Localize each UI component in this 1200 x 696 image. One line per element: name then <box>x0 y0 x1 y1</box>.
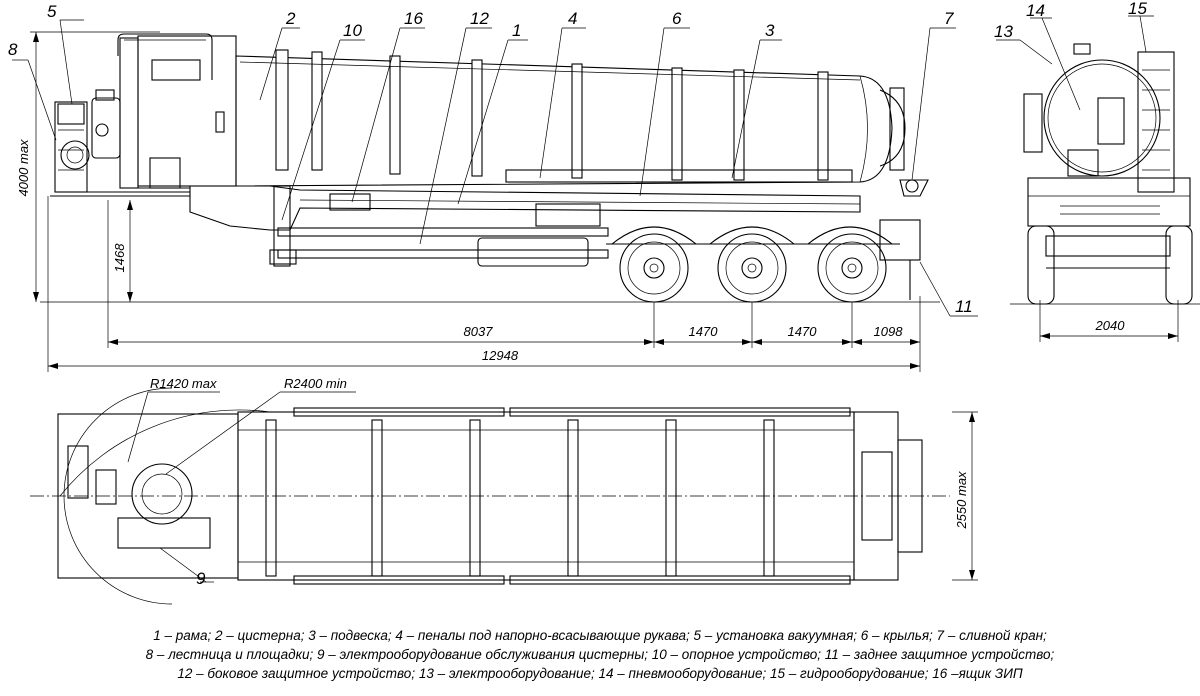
callout-10: 10 <box>343 21 362 40</box>
side-callouts: 5 8 2 10 16 12 1 4 6 3 7 11 <box>8 2 978 317</box>
callout-5: 5 <box>47 2 57 21</box>
suspension <box>606 219 921 300</box>
top-view: 2550 max R1420 max R2400 min 9 <box>30 376 978 605</box>
callout-3: 3 <box>765 21 775 40</box>
callout-9: 9 <box>196 569 206 588</box>
legend: 1 – рама; 2 – цистерна; 3 – подвеска; 4 … <box>0 626 1200 683</box>
dim-overall-length: 12948 <box>482 348 519 363</box>
frame <box>189 185 861 267</box>
dim-frame-height: 1468 <box>112 243 127 273</box>
callout-6: 6 <box>672 9 682 28</box>
dim-rear: 1098 <box>874 324 904 339</box>
rear-view: 2040 14 15 13 <box>994 0 1200 342</box>
dim-width-max: 2550 max <box>954 471 969 530</box>
callout-2: 2 <box>285 9 296 28</box>
callout-15: 15 <box>1128 0 1147 18</box>
callout-7: 7 <box>944 9 954 28</box>
legend-line-3: 12 – боковое защитное устройство; 13 – э… <box>177 666 1023 681</box>
tank <box>215 49 929 197</box>
dim-axle1: 1470 <box>689 324 719 339</box>
callout-1: 1 <box>512 21 521 40</box>
dim-base: 8037 <box>464 324 494 339</box>
dim-axle2: 1470 <box>788 324 818 339</box>
dim-radius-front: R1420 max <box>150 376 217 391</box>
callout-4: 4 <box>568 9 577 28</box>
dim-height-max: 4000 max <box>16 139 31 197</box>
legend-line-1: 1 – рама; 2 – цистерна; 3 – подвеска; 4 … <box>153 628 1047 643</box>
side-view <box>40 33 940 303</box>
vacuum-unit <box>50 33 237 197</box>
legend-line-2: 8 – лестница и площадки; 9 – электрообор… <box>145 647 1055 662</box>
callout-16: 16 <box>404 9 423 28</box>
callout-12: 12 <box>470 9 489 28</box>
tank-rings <box>275 49 829 181</box>
callout-11: 11 <box>955 297 973 316</box>
tank-rings-top <box>265 419 775 577</box>
side-dimensions: 4000 max 1468 8037 1470 1470 1098 12948 <box>16 31 921 372</box>
dim-track: 2040 <box>1095 318 1126 333</box>
callout-13: 13 <box>994 22 1013 41</box>
callout-8: 8 <box>8 40 18 59</box>
callout-14: 14 <box>1026 1 1045 20</box>
dim-radius-min: R2400 min <box>284 376 347 391</box>
